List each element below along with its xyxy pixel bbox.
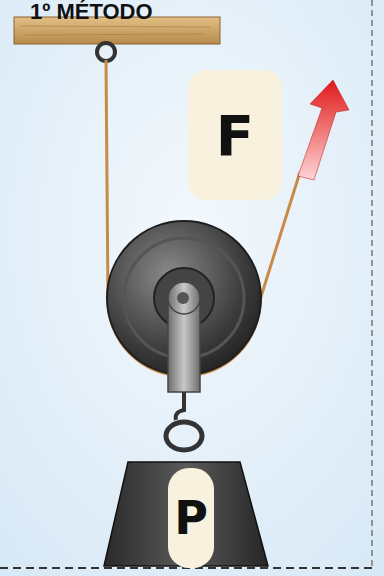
weight-label: P bbox=[168, 468, 214, 568]
node-text: F bbox=[216, 103, 254, 168]
node-text: P bbox=[174, 491, 208, 545]
force-label: F bbox=[188, 70, 282, 200]
title: 1º MÉTODO bbox=[30, 0, 153, 24]
